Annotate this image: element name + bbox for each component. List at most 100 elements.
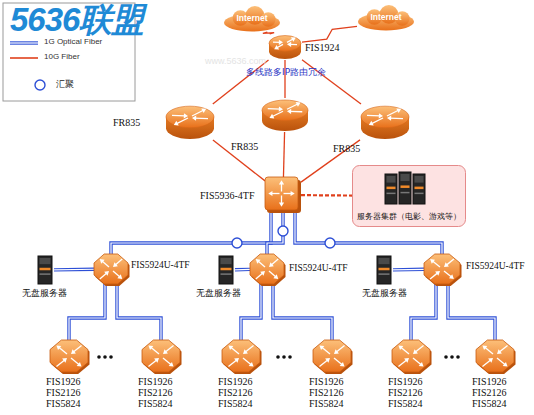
switch-face <box>142 340 180 372</box>
ethernet-line <box>284 60 285 98</box>
access-switch: FIS1926 FIS2126 FIS5824 <box>222 340 260 372</box>
switch-face <box>265 177 298 210</box>
server-stripe <box>415 187 424 190</box>
router-icon <box>261 98 309 132</box>
switch-face <box>94 254 128 284</box>
ethernet-line <box>263 32 274 34</box>
router-icon <box>165 104 215 140</box>
network-link <box>285 60 286 98</box>
switch-face <box>313 340 351 372</box>
server-stripe <box>415 193 424 195</box>
fiber-line <box>69 284 105 340</box>
arrow-shaft <box>71 358 80 365</box>
arrow-head <box>174 121 179 126</box>
arrow-head <box>396 108 401 113</box>
switch-face <box>392 340 430 372</box>
dot <box>444 355 448 359</box>
arrow-shaft <box>334 358 343 365</box>
fiber-line-core <box>448 284 495 340</box>
arrow-head <box>249 362 254 367</box>
fiber-line-core <box>411 284 436 340</box>
network-link <box>54 269 94 271</box>
arrow-shaft <box>172 115 185 117</box>
arrow-head <box>340 362 345 367</box>
access-switch: FIS1926 FIS2126 FIS5824 <box>142 340 180 372</box>
fiber-line-core <box>393 269 424 271</box>
fiber-line-core <box>117 284 161 340</box>
server-stripe <box>401 192 410 194</box>
arrow-shaft <box>56 360 65 367</box>
diskless-server: 无盘服务器 <box>375 256 393 284</box>
arrow-head <box>296 102 301 107</box>
router: FR835 <box>261 98 309 132</box>
arrow-head <box>291 191 295 196</box>
server-body <box>38 256 52 284</box>
server-front <box>401 174 410 181</box>
arrow-head <box>291 37 296 42</box>
arrow-shaft <box>163 358 172 365</box>
legend-line <box>10 57 38 59</box>
router-icon <box>268 34 302 60</box>
arrow-shaft <box>367 115 380 117</box>
server-front <box>221 258 232 264</box>
arrow-head <box>228 345 233 350</box>
dot <box>288 355 292 359</box>
ethernet-line <box>283 132 284 177</box>
network-link <box>263 32 274 34</box>
dot <box>103 355 107 359</box>
server-stripe <box>221 268 232 271</box>
switch-face <box>476 340 514 372</box>
core-switch: FIS5936-4TF <box>265 177 301 213</box>
arrow-shaft <box>58 347 67 354</box>
server-stripe <box>40 273 51 275</box>
internet-cloud: Internet <box>223 6 281 32</box>
switch-face <box>50 340 88 372</box>
server-cluster: 服务器集群（电影、游戏等） <box>352 165 466 227</box>
arrow-shaft <box>230 347 239 354</box>
dot <box>282 355 286 359</box>
network-link <box>235 269 250 270</box>
server-stripe <box>401 185 410 188</box>
legend-sample <box>35 80 45 90</box>
legend-sample <box>10 58 38 59</box>
legend-text: 1G Optical Fiber <box>44 38 102 47</box>
arrow-head <box>482 345 487 350</box>
watermark-url: www.5636.com <box>205 57 266 67</box>
node-label: 服务器集群（电影、游戏等） <box>352 213 466 222</box>
arrow-head <box>256 259 261 264</box>
router-top <box>269 36 301 52</box>
node-label: FR835 <box>231 141 258 152</box>
arrow-shaft <box>73 345 82 352</box>
access-switch: FIS1926 FIS2126 FIS5824 <box>50 340 88 372</box>
node-label: FIS1926 FIS2126 FIS5824 <box>138 377 182 409</box>
arrow-shaft <box>287 104 298 110</box>
octo-icon <box>142 340 180 372</box>
arrow-head <box>404 358 409 363</box>
network-link <box>283 132 284 177</box>
fiber-line <box>241 284 261 340</box>
arrow-shaft <box>400 347 409 354</box>
router-top <box>166 106 214 128</box>
arrow-head <box>273 274 278 279</box>
server-stripe <box>387 187 396 190</box>
arrow-shaft <box>484 347 493 354</box>
legend-text: 10G Fiber <box>44 53 80 62</box>
server-stripe <box>379 273 390 275</box>
network-link <box>69 284 105 340</box>
arrow-head <box>269 114 274 119</box>
arrow-head <box>419 362 424 367</box>
arrow-shaft <box>150 347 159 354</box>
legend-sample <box>10 43 38 44</box>
router: FR835 <box>165 104 215 140</box>
server-front <box>379 258 390 264</box>
arrow-shaft <box>398 360 407 367</box>
arrow-shaft <box>413 358 422 365</box>
square-icon <box>265 177 301 213</box>
arrow-shaft <box>290 111 303 113</box>
arrow-shaft <box>319 360 328 367</box>
arrow-shaft <box>321 347 330 354</box>
watermark-logo: 5636联盟 <box>10 2 143 38</box>
server-front <box>40 258 51 264</box>
arrow-shaft <box>387 110 399 116</box>
node-label: FIS1926 FIS2126 FIS5824 <box>388 377 432 409</box>
